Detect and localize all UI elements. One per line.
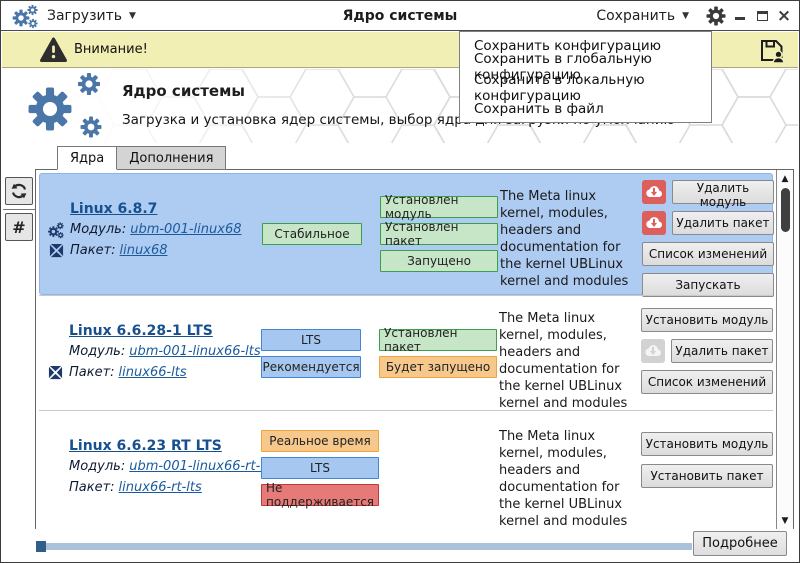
action-button[interactable]: Удалить пакет <box>671 339 773 363</box>
module-label: Модуль: <box>69 344 126 359</box>
scroll-down-icon[interactable]: ▼ <box>781 516 789 526</box>
status-badge: Будет запущено <box>379 355 497 378</box>
window-title: Ядро системы <box>342 8 458 24</box>
kernel-row[interactable]: Linux 6.6.28-1 LTS Модуль:ubm-001-linux66… <box>39 295 773 411</box>
badge-column: Стабильное <box>262 174 362 294</box>
close-button[interactable]: × <box>776 6 792 26</box>
action-button[interactable]: Список изменений <box>642 242 774 266</box>
status-badge: Запущено <box>380 250 498 272</box>
load-menu-label: Загрузить <box>47 8 123 24</box>
status-badge: Установлен модуль <box>380 193 498 221</box>
scrollbar-thumb[interactable] <box>780 188 790 232</box>
side-separator <box>3 208 35 210</box>
action-button[interactable]: Установить модуль <box>641 308 773 332</box>
package-label: Пакет: <box>69 480 115 495</box>
action-button[interactable]: Запускать <box>642 273 774 297</box>
cloud-disabled-icon[interactable] <box>641 339 665 363</box>
footer-bar: Подробнее <box>2 529 798 561</box>
progress-bar <box>36 543 692 550</box>
status-badge: Установлен пакет <box>379 326 497 354</box>
module-label: Модуль: <box>70 222 127 237</box>
details-button[interactable]: Подробнее <box>693 531 787 556</box>
refresh-button[interactable] <box>5 177 33 205</box>
maximize-button[interactable] <box>755 9 769 23</box>
warning-icon <box>40 37 67 67</box>
hash-button[interactable]: # <box>5 213 33 241</box>
module-link[interactable]: ubm-001-linux66-rt-lts <box>129 459 276 474</box>
package-icon <box>46 243 66 258</box>
save-menu-item[interactable]: Сохранить конфигурацию <box>474 37 662 54</box>
save-menu-item[interactable]: Сохранить в локальную конфигурацию <box>474 71 645 104</box>
kernel-name-link[interactable]: Linux 6.6.28-1 LTS <box>69 322 213 339</box>
scroll-up-icon[interactable]: ▲ <box>781 174 789 184</box>
app-gears-icon <box>11 2 39 34</box>
cloud-remove-icon[interactable] <box>642 180 666 204</box>
page-title: Ядро системы <box>122 82 245 100</box>
save-config-user-icon[interactable] <box>758 36 786 68</box>
chevron-down-icon: ▼ <box>129 11 136 21</box>
top-menubar: Загрузить ▼ Ядро системы Сохранить ▼ × <box>1 1 799 31</box>
status-badge: Реальное время <box>261 430 379 452</box>
action-button[interactable]: Список изменений <box>641 370 773 394</box>
settings-gear-icon[interactable] <box>705 5 727 31</box>
progress-indicator <box>36 541 46 552</box>
status-badge: Стабильное <box>262 223 362 245</box>
kernel-gears-icon <box>10 69 114 143</box>
save-menu-button[interactable]: Сохранить ▼ <box>596 1 689 31</box>
status-badge: Установлен пакет <box>380 220 498 248</box>
status-badge: LTS <box>261 457 379 479</box>
package-label: Пакет: <box>70 243 116 258</box>
save-menu-label: Сохранить <box>596 8 676 24</box>
cloud-remove-icon[interactable] <box>642 211 666 235</box>
action-button[interactable]: Удалить модуль <box>672 180 774 209</box>
vertical-scrollbar[interactable]: ▲ ▼ <box>776 170 793 530</box>
action-button[interactable]: Установить модуль <box>641 432 773 456</box>
module-gears-icon <box>46 221 66 239</box>
window-controls: × <box>733 1 791 31</box>
package-link[interactable]: linux68 <box>119 243 168 258</box>
load-menu-button[interactable]: Загрузить ▼ <box>47 1 136 31</box>
action-button[interactable]: Удалить пакет <box>672 211 774 235</box>
warning-label: Внимание! <box>74 42 148 57</box>
kernel-description: The Meta linux kernel, modules, headers … <box>499 311 628 411</box>
kernel-description: The Meta linux kernel, modules, headers … <box>499 429 628 529</box>
tab-bar: Ядра Дополнения <box>57 146 227 170</box>
kernel-row[interactable]: Linux 6.6.23 RT LTS Модуль:ubm-001-linux6… <box>39 410 773 529</box>
kernel-name-link[interactable]: Linux 6.8.7 <box>70 200 158 217</box>
module-link[interactable]: ubm-001-linux68 <box>130 222 242 237</box>
module-link[interactable]: ubm-001-linux66-lts <box>129 344 261 359</box>
module-label: Модуль: <box>69 459 126 474</box>
package-label: Пакет: <box>69 365 115 380</box>
kernel-name-link[interactable]: Linux 6.6.23 RT LTS <box>69 437 222 454</box>
tab-addons[interactable]: Дополнения <box>117 146 227 170</box>
status-badge: LTS <box>261 328 361 351</box>
badge-column: LTS Рекомендуется <box>261 296 361 410</box>
chevron-down-icon: ▼ <box>682 11 689 21</box>
status-badge: Рекомендуется <box>261 355 361 378</box>
package-link[interactable]: linux66-lts <box>118 365 187 380</box>
action-button[interactable]: Установить пакет <box>641 464 773 488</box>
kernel-description: The Meta linux kernel, modules, headers … <box>500 189 629 289</box>
minimize-button[interactable] <box>733 9 747 23</box>
tab-kernels[interactable]: Ядра <box>57 146 118 170</box>
package-icon <box>45 365 65 380</box>
save-menu-item[interactable]: Сохранить в файл <box>474 100 604 117</box>
package-link[interactable]: linux66-rt-lts <box>118 480 202 495</box>
status-badge: Не поддерживается <box>261 481 379 509</box>
